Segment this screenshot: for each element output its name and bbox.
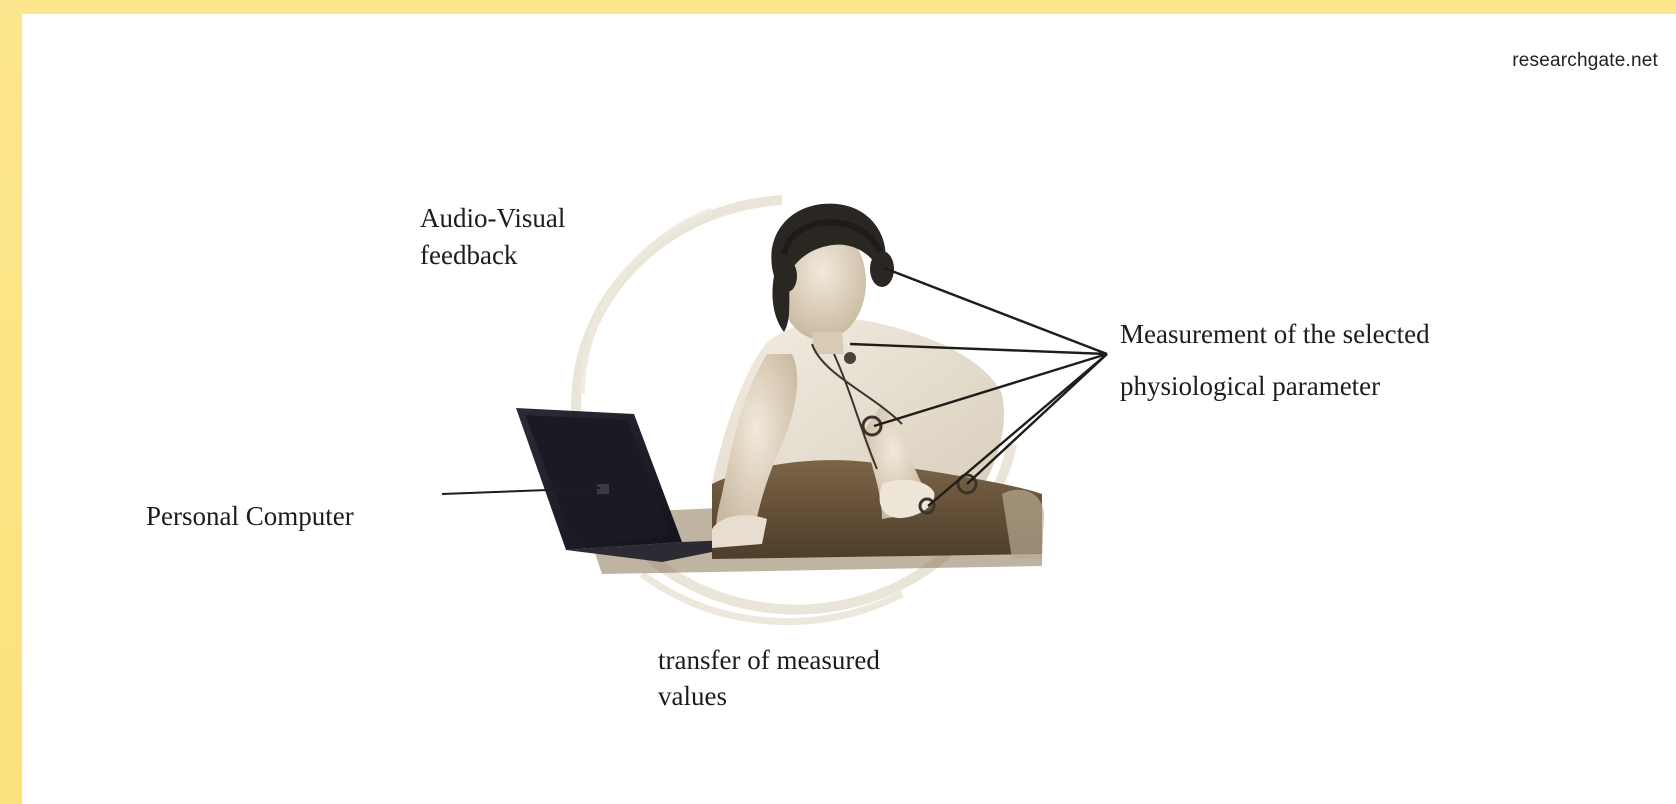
personal-computer-label: Personal Computer bbox=[146, 498, 354, 535]
figure-card: Audio-Visual feedback Measurement of the… bbox=[22, 14, 1676, 804]
transfer-label: transfer of measured values bbox=[658, 642, 880, 714]
audio-visual-feedback-label: Audio-Visual feedback bbox=[420, 200, 565, 274]
source-watermark: researchgate.net bbox=[1512, 50, 1658, 72]
person-illustration bbox=[712, 204, 1044, 559]
measurement-label: Measurement of the selected physiologica… bbox=[1120, 308, 1430, 412]
